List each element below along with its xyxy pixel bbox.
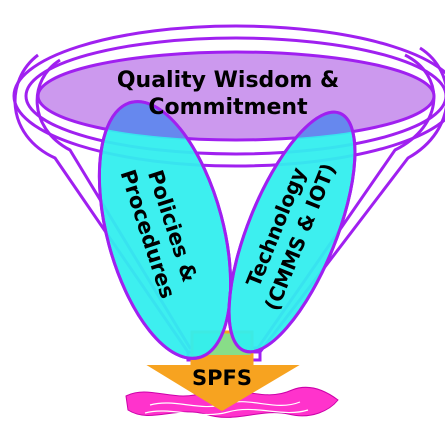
top-label-line2: Commitment xyxy=(148,95,308,120)
policies-oval xyxy=(97,100,233,360)
spfs-label: SPFS xyxy=(192,366,252,390)
technology-oval xyxy=(227,110,357,354)
top-label-line1: Quality Wisdom & xyxy=(117,68,339,93)
